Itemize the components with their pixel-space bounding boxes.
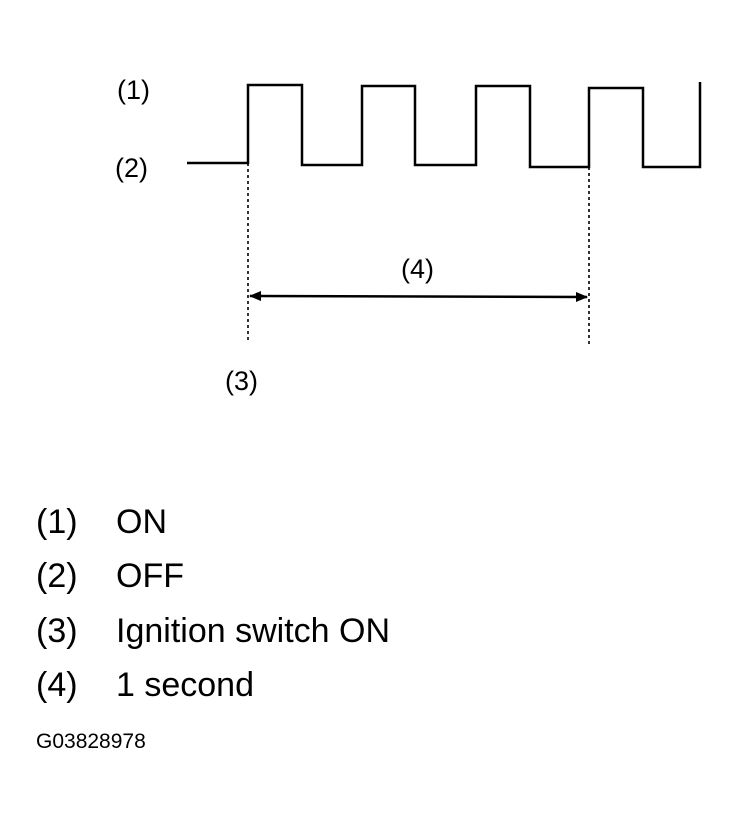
legend-text: ON	[116, 503, 167, 541]
duration-arrow	[249, 291, 588, 302]
label-ignition-start: (3)	[225, 366, 258, 396]
legend-number: (2)	[36, 557, 78, 595]
pulse-waveform	[187, 82, 702, 169]
legend-item-duration: (4) 1 second	[36, 668, 254, 702]
legend-text: Ignition switch ON	[116, 612, 390, 650]
legend-item-on: (1) ON	[36, 505, 167, 539]
legend-item-off: (2) OFF	[36, 559, 184, 593]
legend-number: (3)	[36, 612, 78, 650]
legend-number: (1)	[36, 503, 78, 541]
legend-text: OFF	[116, 557, 184, 595]
legend-item-ignition: (3) Ignition switch ON	[36, 614, 390, 648]
figure-id: G03828978	[36, 730, 146, 753]
legend-number: (4)	[36, 666, 78, 704]
label-on-level: (1)	[117, 75, 150, 105]
legend-text: 1 second	[116, 666, 254, 704]
label-duration: (4)	[401, 254, 434, 284]
label-off-level: (2)	[115, 153, 148, 183]
